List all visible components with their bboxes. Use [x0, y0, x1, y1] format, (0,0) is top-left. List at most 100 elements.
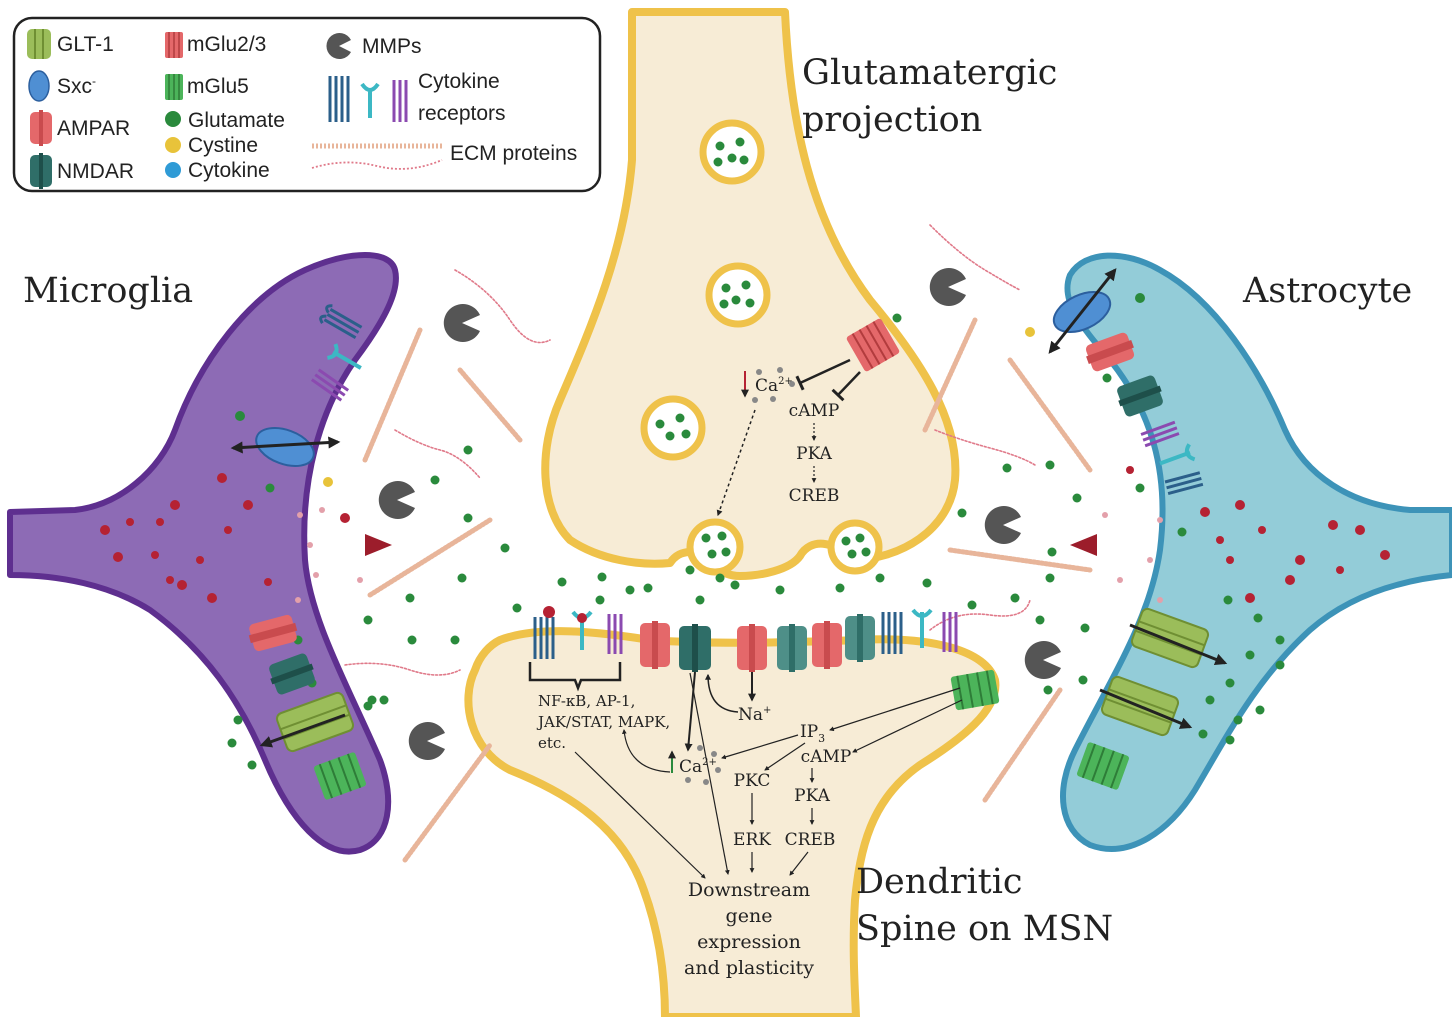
glutamatergic-projection-label-2: projection: [802, 100, 982, 140]
glutamate-molecule: [957, 508, 967, 518]
pre-creb-label: CREB: [789, 486, 840, 506]
glutamate-molecule: [715, 573, 725, 583]
red-particle: [1226, 556, 1234, 564]
glutamate-molecule: [1233, 715, 1243, 725]
glutamate-molecule: [1045, 460, 1055, 470]
post-creb-label: CREB: [785, 830, 836, 850]
glutamate-molecule: [265, 483, 275, 493]
legend-sxc: Sxc-: [57, 74, 96, 98]
cytokine-receptor-icon: [310, 368, 350, 402]
nmdar-icon: [845, 614, 875, 662]
cytokine-receptor-icon: [571, 610, 593, 650]
red-particle: [1235, 500, 1245, 510]
glutamate-molecule: [1078, 675, 1088, 685]
glutamate-molecule: [1135, 483, 1145, 493]
glutamate-molecule: [775, 585, 785, 595]
legend-ampar: AMPAR: [57, 117, 130, 140]
ampar-icon: [248, 614, 298, 652]
glutamate-molecule: [1035, 615, 1045, 625]
glutamate-molecule: [367, 695, 377, 705]
red-particle: [1285, 575, 1295, 585]
legend-glt1: GLT-1: [57, 33, 114, 56]
vesicle: [705, 262, 771, 328]
glutamate-molecule: [685, 565, 695, 575]
cytokine-receptor-icon: [327, 343, 362, 370]
legend-mglu23: mGlu2/3: [187, 33, 266, 56]
glutamate-molecule: [1002, 463, 1012, 473]
post-camp-label: cAMP: [801, 747, 852, 767]
cytokine-receptors-icon: [328, 76, 408, 122]
glutamate-molecule: [247, 760, 257, 770]
legend-cytokine: Cytokine: [188, 159, 270, 182]
release-arrows: [70, 534, 1400, 556]
glutamate-molecule: [500, 543, 510, 553]
red-particle: [113, 552, 123, 562]
red-particle: [1126, 466, 1134, 474]
glutamatergic-projection-label: Glutamatergic: [802, 53, 1057, 93]
legend-cytokine-receptors-2: receptors: [418, 102, 506, 125]
glutamate-molecule: [457, 573, 467, 583]
red-particle: [196, 556, 204, 564]
cytokine-receptor-icon: [607, 614, 623, 654]
red-particles: [100, 466, 1390, 603]
mmp-icon: [443, 303, 480, 342]
synaptic-vesicles: [640, 119, 883, 576]
red-particle: [207, 593, 217, 603]
glt1-icon: [27, 29, 51, 59]
mglu5-icon: [950, 669, 1000, 711]
cytokine-receptor-icon: [942, 612, 958, 652]
glutamate-molecule: [1245, 650, 1255, 660]
cytokine-receptor-icon: [881, 612, 903, 654]
sxc-transporter: [230, 411, 341, 487]
glutamate-molecule: [512, 603, 522, 613]
glutamate-molecule: [1072, 493, 1082, 503]
mmp-icon: [1024, 640, 1061, 679]
nmdar-icon: [30, 153, 52, 189]
sxc-transporter: [1025, 268, 1145, 354]
vesicle-fusing: [827, 519, 883, 575]
red-particle: [1295, 555, 1305, 565]
mmp-icon: [929, 268, 966, 306]
downstream-line-3: expression: [697, 931, 801, 953]
red-particle: [217, 473, 227, 483]
legend: GLT-1 Sxc- AMPAR NMDAR mGlu2/3 mGlu5 Glu: [12, 16, 602, 193]
red-particle: [156, 518, 164, 526]
cytokine-receptor-icon: [1164, 471, 1204, 496]
nfkb-label: NF-κB, AP-1,: [538, 692, 635, 710]
downstream-line-1: Downstream: [688, 879, 810, 901]
nmdar-icon: [269, 653, 315, 695]
post-pka-label: PKA: [794, 786, 830, 806]
legend-ecm: ECM proteins: [450, 142, 577, 165]
erk-label: ERK: [733, 830, 771, 850]
mglu23-icon: [165, 32, 183, 58]
red-particle: [151, 551, 159, 559]
red-particle: [224, 526, 232, 534]
glutamate-molecule: [1253, 613, 1263, 623]
astrocyte-proteins: [1025, 268, 1228, 790]
legend-nmdar: NMDAR: [57, 160, 134, 183]
glutamate-molecule: [227, 738, 237, 748]
red-particle: [295, 597, 301, 603]
glutamate-molecules: [227, 373, 1285, 770]
mmp-icon: [378, 481, 415, 520]
nmdar-icon: [777, 624, 807, 672]
glutamate-molecule: [625, 585, 635, 595]
nmdar-icon: [679, 624, 711, 672]
glutamate-molecule: [1080, 623, 1090, 633]
red-particle: [170, 500, 180, 510]
red-particle: [264, 578, 272, 586]
red-particle: [357, 577, 363, 583]
glutamate-molecule: [1047, 547, 1057, 557]
vesicle: [640, 395, 706, 461]
red-particle: [340, 513, 350, 523]
mglu5-icon: [314, 752, 366, 800]
red-particle: [1157, 517, 1163, 523]
nmdar-icon: [1117, 375, 1163, 417]
glutamate-molecule: [1102, 373, 1112, 383]
glutamate-molecule: [1045, 573, 1055, 583]
glutamate-molecule: [1225, 678, 1235, 688]
downstream-line-2: gene: [726, 905, 773, 927]
mglu5-icon: [1077, 742, 1129, 790]
red-particle: [319, 507, 325, 513]
glutamate-molecule: [450, 635, 460, 645]
